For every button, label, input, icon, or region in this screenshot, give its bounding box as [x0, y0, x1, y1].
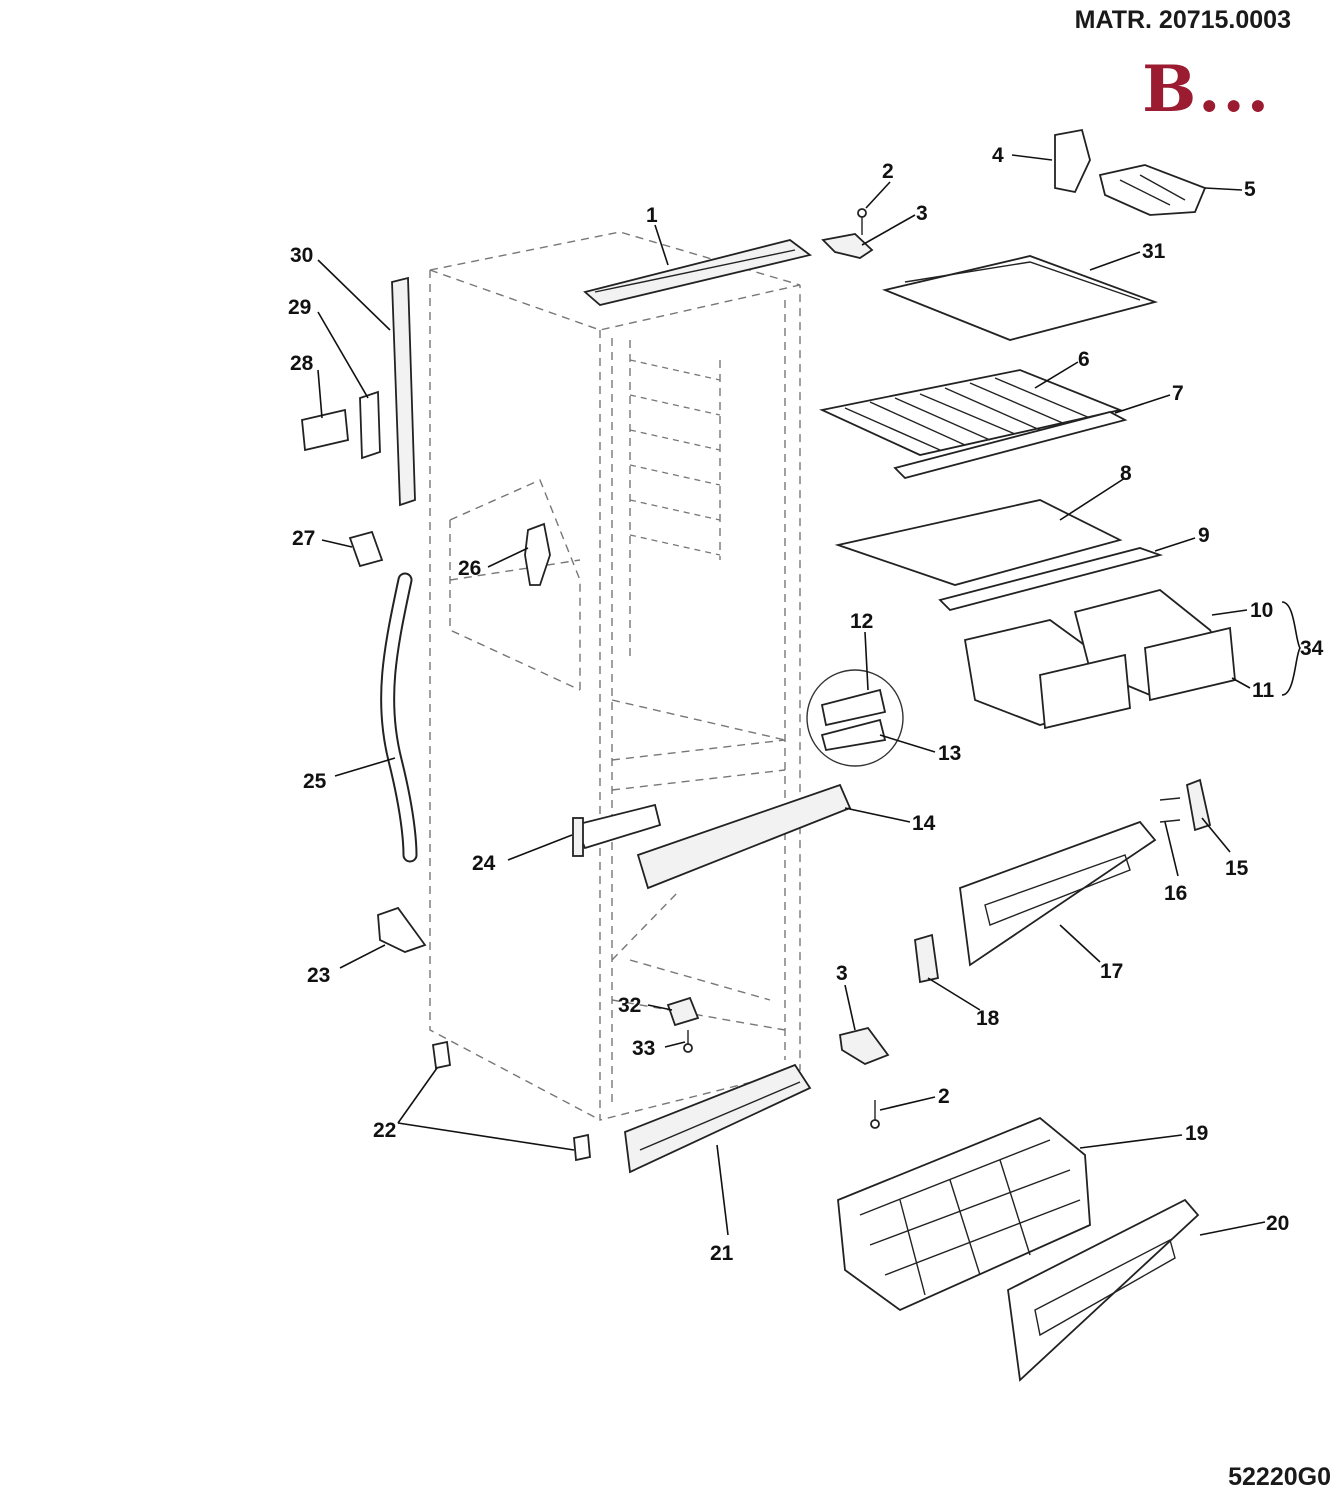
callout-8: 8	[1120, 462, 1132, 485]
callout-31: 31	[1142, 240, 1166, 263]
part-23-foot-bracket	[377, 906, 427, 953]
part-24-slide-bracket	[572, 803, 662, 857]
callout-16: 16	[1164, 882, 1187, 905]
callout-6: 6	[1078, 348, 1090, 371]
callout-23: 23	[307, 964, 330, 987]
callout-17: 17	[1100, 960, 1123, 983]
callout-1: 1	[646, 204, 658, 227]
diagram-code: 52220G0	[1228, 1463, 1331, 1491]
callout-5: 5	[1244, 178, 1256, 201]
part-27-clip	[348, 530, 384, 568]
callout-22: 22	[373, 1119, 396, 1142]
callout-15: 15	[1225, 857, 1249, 880]
callout-11: 11	[1252, 679, 1275, 702]
callout-2: 2	[882, 160, 894, 183]
detail-circle-12-13	[806, 669, 904, 767]
callout-25: 25	[303, 770, 327, 793]
part-9-shelf-trim	[938, 547, 1164, 612]
part-26-bulb	[524, 522, 551, 586]
callout-4: 4	[992, 144, 1004, 167]
callout-32: 32	[618, 994, 641, 1017]
callout-9: 9	[1198, 524, 1210, 547]
part-22-feet	[432, 1040, 591, 1162]
callout-29: 29	[288, 296, 311, 319]
part-18-hinge-lower	[914, 933, 940, 984]
callout-12: 12	[850, 610, 873, 633]
callout-7: 7	[1172, 382, 1184, 405]
part-32-clip	[666, 996, 700, 1027]
part-8-glass-shelf	[834, 499, 1123, 586]
part-2-screw-lower	[870, 1100, 880, 1129]
callout-27: 27	[292, 527, 315, 550]
part-15-hinge	[1185, 778, 1212, 832]
brand-mark: B...	[1142, 52, 1271, 127]
part-30-vertical-strip	[391, 276, 416, 507]
part-5-ice-tray	[1098, 164, 1207, 216]
callout-18: 18	[976, 1007, 1000, 1030]
callout-20: 20	[1266, 1212, 1289, 1235]
part-14-divider-rail	[636, 783, 852, 890]
part-2-screw-top	[857, 208, 867, 235]
part-11-drawer-front	[1039, 626, 1236, 730]
callout-33: 33	[632, 1037, 655, 1060]
part-28-bracket	[301, 408, 349, 452]
part-20-basket-front	[1007, 1198, 1200, 1382]
callout-24: 24	[472, 852, 496, 875]
callout-34: 34	[1300, 637, 1324, 660]
part-33-screw	[683, 1030, 693, 1053]
leader-lines	[317, 154, 1301, 1236]
callout-3-lower: 3	[836, 962, 848, 985]
part-3-bracket-lower	[839, 1026, 890, 1066]
callout-labels: 1 2 3 4 5 31 30 29 28 6 7 8 9 27 26 10 3…	[288, 144, 1324, 1265]
part-29-hinge-plate	[359, 390, 381, 460]
cabinet-outline	[429, 231, 801, 1121]
callout-10: 10	[1250, 599, 1273, 622]
part-6-wire-shelf	[819, 369, 1124, 456]
callout-30: 30	[290, 244, 313, 267]
part-16-screws	[1159, 797, 1181, 823]
part-7-shelf-trim	[893, 411, 1128, 480]
callout-3: 3	[916, 202, 928, 225]
drawing-number: MATR. 20715.0003	[1074, 6, 1291, 34]
part-4-ice-scoop	[1054, 128, 1091, 194]
part-1-top-rail	[583, 239, 813, 306]
callout-2-lower: 2	[938, 1085, 950, 1108]
part-3-bracket-top	[821, 233, 874, 259]
callout-19: 19	[1185, 1122, 1208, 1145]
part-31-glass-shelf	[882, 255, 1158, 341]
part-17-door-panel	[959, 820, 1157, 967]
part-19-wire-basket	[837, 1116, 1091, 1312]
callout-26: 26	[458, 557, 481, 580]
callout-14: 14	[912, 812, 936, 835]
part-21-bottom-rail	[624, 1063, 812, 1174]
callout-13: 13	[938, 742, 961, 765]
part-25-drain-tube	[380, 572, 418, 863]
callout-28: 28	[290, 352, 314, 375]
callout-21: 21	[710, 1242, 734, 1265]
